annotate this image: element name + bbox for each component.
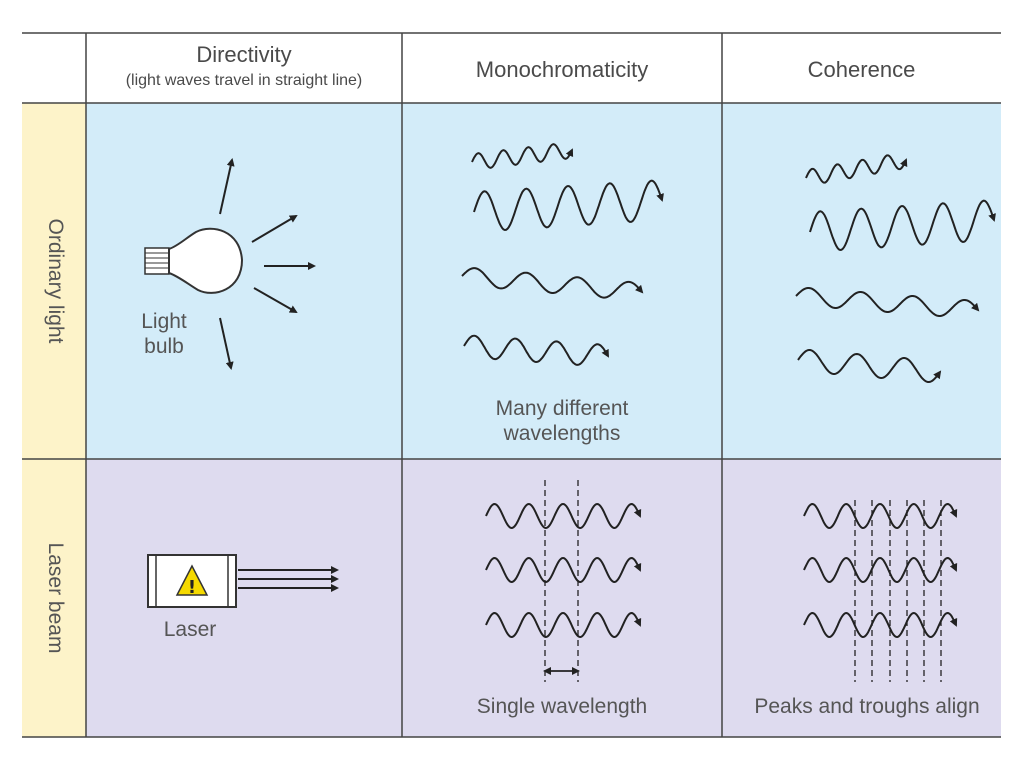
light-bulb-label: Light bulb [124,309,204,359]
ordinary-light-row [86,103,1001,459]
many-wavelengths-caption-line2: wavelengths [503,422,621,445]
single-wavelength-caption: Single wavelength [476,695,648,718]
svg-text:!: ! [188,577,196,598]
bulb-rays [219,158,316,370]
wave-group [461,143,996,639]
wave-ordinary-mono-3 [461,267,644,299]
light-bulb-label-line1: Light [141,310,187,333]
light-bulb-icon [144,227,244,294]
wave-laser-coh-1 [803,502,958,530]
wave-ordinary-mono-1 [471,143,574,169]
header-directivity: Directivity [196,42,292,67]
wave-ordinary-coh-2 [809,199,996,252]
wave-ordinary-coh-1 [805,154,908,184]
warning-triangle-icon: ! [175,564,209,598]
header-directivity-subtitle: (light waves travel in straight line) [125,72,363,89]
alignment-dashes [544,480,942,682]
laser-device-icon: ! [147,554,237,608]
many-wavelengths-caption-line1: Many different [495,397,629,420]
laser-beams [238,566,339,592]
row-label-cell-laser [22,459,86,737]
peaks-troughs-caption: Peaks and troughs align [754,695,980,718]
wave-laser-coh-2 [803,556,958,584]
wave-ordinary-coh-3 [795,287,980,317]
wave-ordinary-coh-4 [797,349,942,383]
light-bulb-label-line2: bulb [144,335,184,358]
wave-ordinary-mono-2 [473,179,664,232]
table-grid [22,32,1001,738]
header-monochromaticity: Monochromaticity [475,57,649,82]
wave-laser-coh-3 [803,611,958,639]
many-wavelengths-caption: Many different wavelengths [402,396,722,446]
wave-laser-mono-1 [485,502,642,530]
laser-label: Laser [163,618,217,641]
wave-ordinary-mono-4 [463,334,609,366]
row-label-cell-ordinary [22,103,86,459]
wave-laser-mono-3 [485,611,642,639]
header-coherence: Coherence [807,57,916,82]
wave-laser-mono-2 [485,556,642,584]
